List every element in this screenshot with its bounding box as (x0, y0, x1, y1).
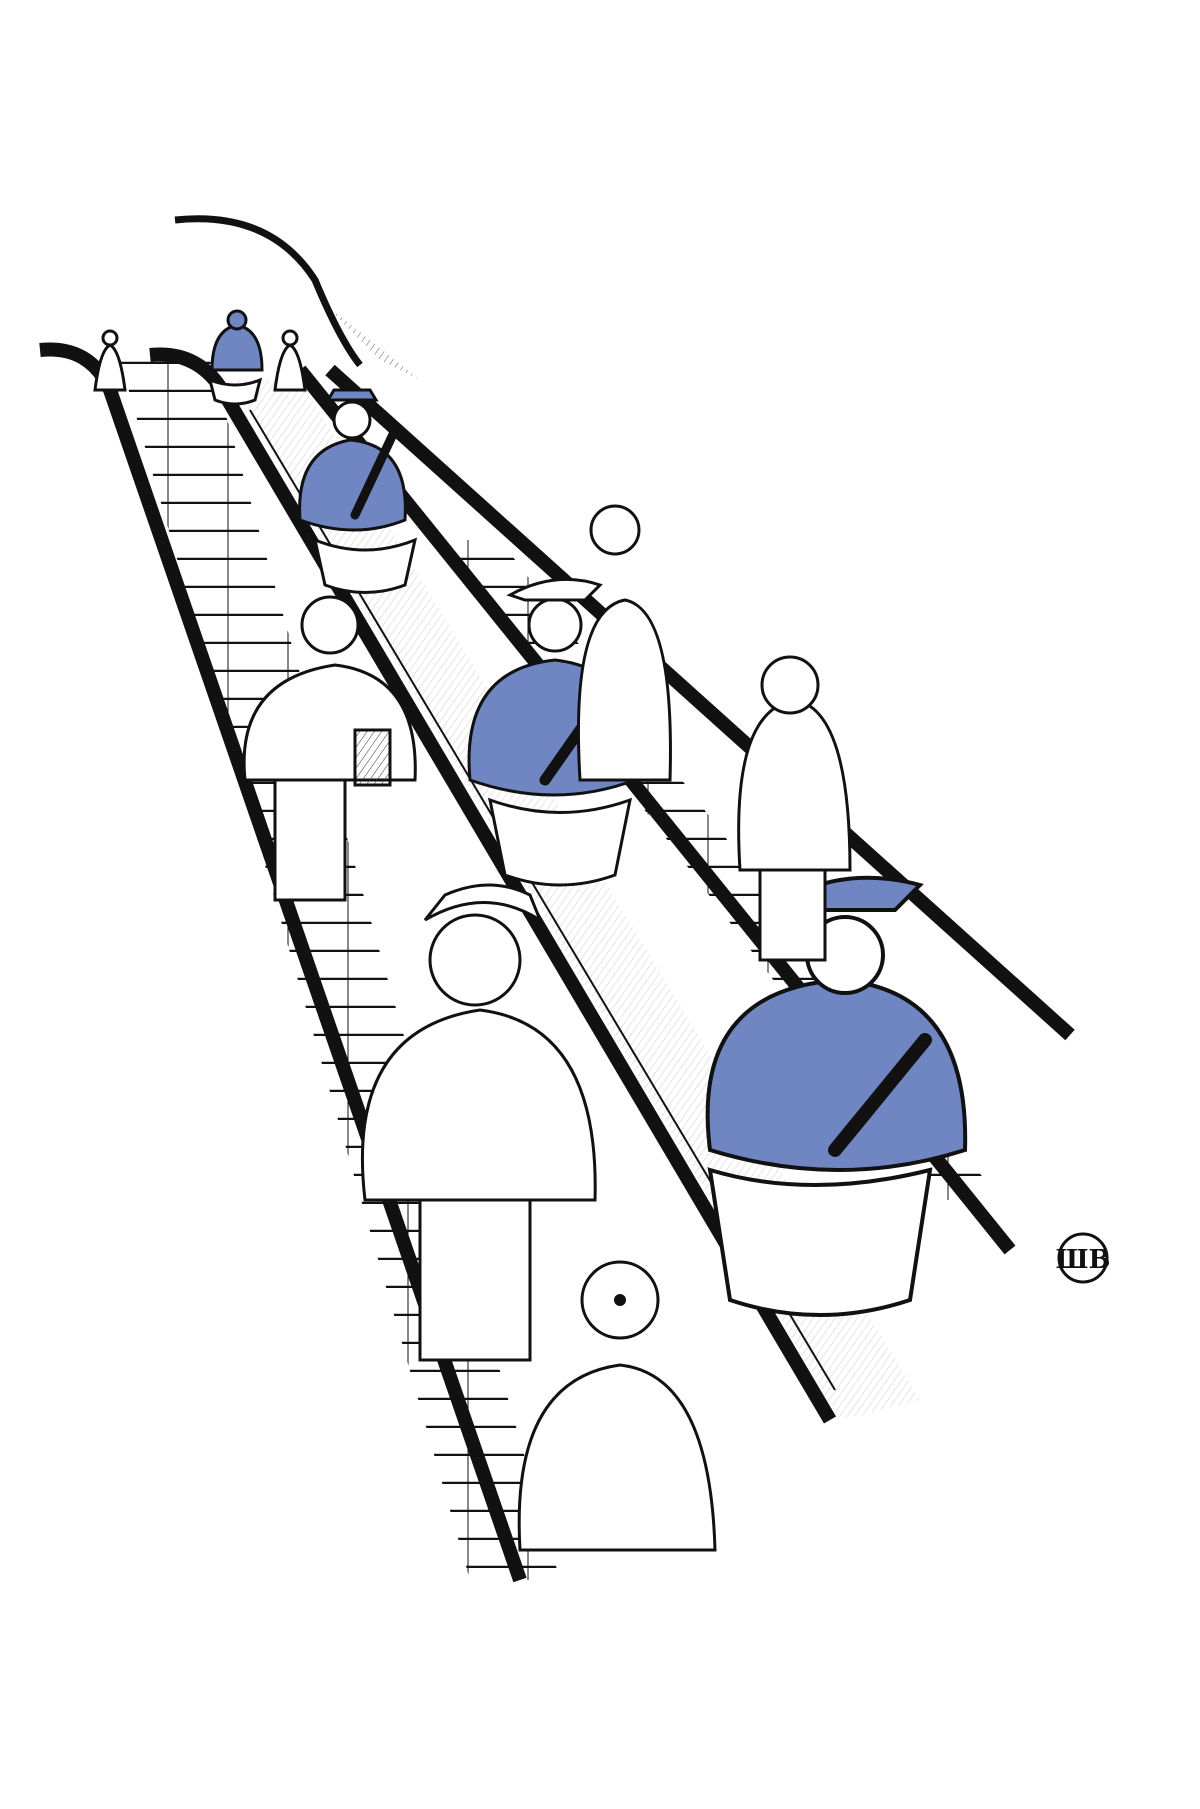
passenger-right-lower (737, 655, 852, 962)
passenger-hat-front (360, 883, 597, 1362)
artist-signature: ШВ (1056, 1232, 1111, 1284)
passenger-right-upper (576, 504, 672, 782)
police-guard-far (207, 309, 264, 406)
passenger-bottom-bald (517, 1260, 717, 1552)
tunnel-arch (174, 215, 420, 380)
distant-passengers (93, 329, 307, 392)
passenger-glasses-folder (242, 595, 417, 902)
signature-text: ШВ (1056, 1245, 1111, 1275)
police-guard-upper (298, 388, 418, 594)
police-guard-front (705, 875, 968, 1317)
